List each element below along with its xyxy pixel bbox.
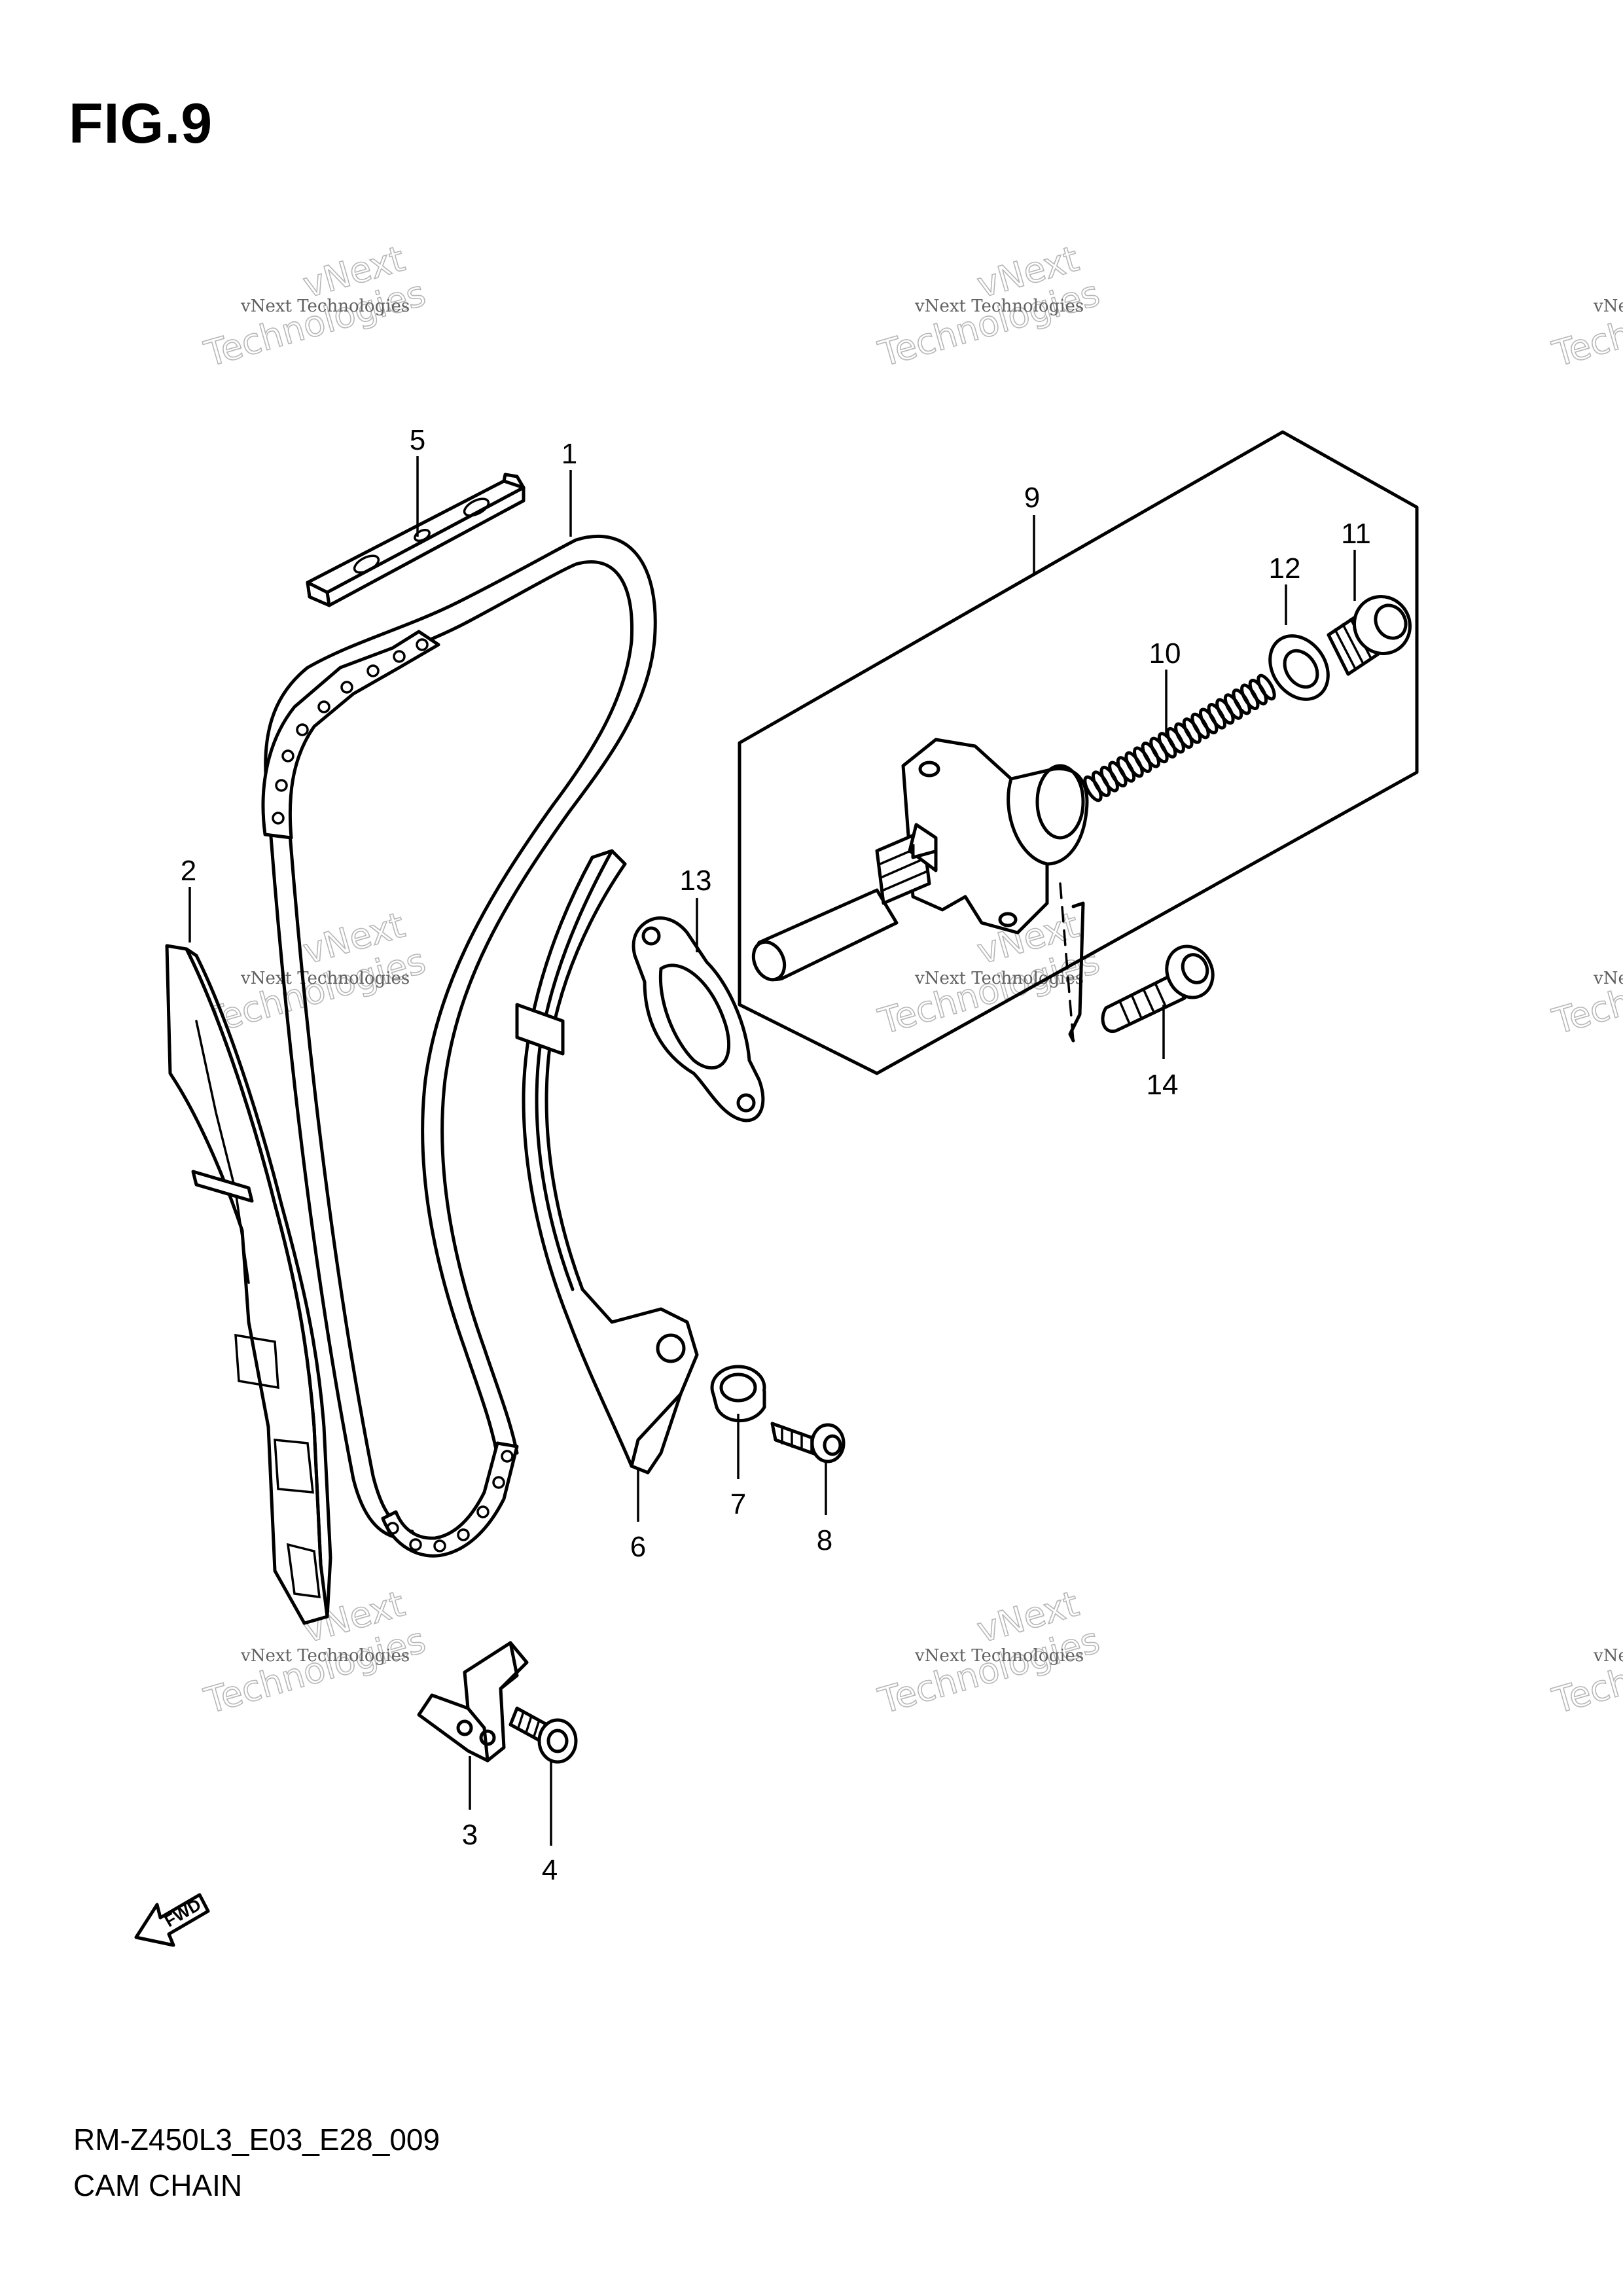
watermark-bottom-right: Technologies vNext Technologies (1547, 1619, 1623, 1723)
part-13-gasket (632, 916, 765, 1122)
fwd-arrow-icon: FWD (134, 1893, 210, 1947)
callout-13: 13 (680, 865, 712, 897)
callout-12: 12 (1269, 552, 1301, 584)
part-10-spring (1083, 673, 1276, 802)
svg-text:vNext Technologies: vNext Technologies (1593, 1646, 1623, 1666)
part-14-bolt (1101, 944, 1215, 1033)
watermark-mid-right: Technologies vNext Technologies (1547, 940, 1623, 1043)
spring-coil (1257, 673, 1276, 701)
svg-text:vNext Technologies: vNext Technologies (240, 296, 410, 316)
chain-links-top (261, 630, 440, 840)
chain-links-bottom (381, 1441, 519, 1558)
svg-text:Technologies: Technologies (1548, 272, 1623, 374)
part-9-tensioner-assembly (738, 430, 1419, 1075)
part-5-guide-plate (306, 473, 526, 607)
callout-1: 1 (562, 438, 577, 470)
leader-lines (188, 456, 1356, 1846)
part-3-bracket (417, 1641, 529, 1763)
part-11-plug-bolt (1327, 594, 1412, 676)
callout-11: 11 (1341, 518, 1371, 550)
watermark-top-right: Technologies vNext Technologies (1547, 272, 1623, 376)
part-6-tensioner-guide (515, 849, 699, 1475)
svg-text:vNext Technologies: vNext Technologies (914, 296, 1084, 316)
callout-labels: 5 1 9 10 11 12 13 2 6 7 8 3 4 14 (181, 424, 1371, 1886)
callout-3: 3 (462, 1819, 478, 1851)
callout-2: 2 (181, 855, 196, 887)
svg-text:vNext Technologies: vNext Technologies (1593, 969, 1623, 988)
figure-title: FIG.9 (69, 92, 213, 155)
part-8-bolt (770, 1422, 846, 1463)
svg-text:vNext Technologies: vNext Technologies (1593, 296, 1623, 316)
part-1-cam-chain (261, 535, 657, 1558)
callout-5: 5 (410, 424, 425, 456)
svg-text:vNext Technologies: vNext Technologies (914, 1646, 1084, 1666)
part-2-chain-guide (165, 944, 332, 1625)
callout-6: 6 (630, 1531, 646, 1563)
part-4-bolt (508, 1706, 578, 1764)
callout-4: 4 (542, 1854, 558, 1886)
watermark-top-mid: vNext Technologies vNext Technologies (873, 238, 1104, 376)
part-12-washer (1268, 634, 1330, 701)
figure-code: RM-Z450L3_E03_E28_009 (73, 2123, 440, 2157)
svg-text:vNext Technologies: vNext Technologies (240, 1646, 410, 1666)
callout-7: 7 (730, 1488, 746, 1520)
svg-text:Technologies: Technologies (1548, 1619, 1623, 1721)
watermark-top-left: vNext Technologies vNext Technologies (199, 238, 430, 376)
callout-10: 10 (1149, 637, 1181, 670)
watermark-mid-left: vNext Technologies vNext Technologies (199, 904, 430, 1043)
callout-9: 9 (1024, 482, 1040, 514)
svg-text:vNext Technologies: vNext Technologies (240, 969, 410, 988)
figure-name: CAM CHAIN (73, 2168, 243, 2202)
watermark-bottom-mid: vNext Technologies vNext Technologies (873, 1583, 1104, 1723)
callout-14: 14 (1147, 1069, 1179, 1101)
svg-text:Technologies: Technologies (1548, 940, 1623, 1042)
watermark-group: vNext Technologies vNext Technologies vN… (199, 238, 1623, 1723)
part-7-collar (710, 1365, 766, 1423)
callout-8: 8 (817, 1524, 832, 1556)
